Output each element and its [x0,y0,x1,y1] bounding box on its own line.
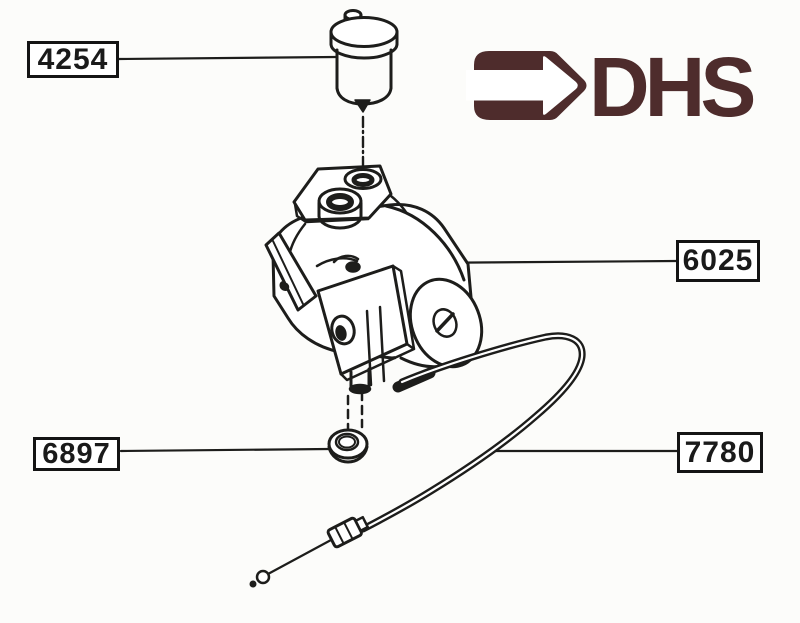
mount-plate-hole [279,281,290,291]
part-number: 6897 [42,437,111,470]
logo-text: DHS [589,40,753,134]
callout-box-6897: 6897 [33,437,120,471]
washer-drawing [327,428,369,464]
pump-bottom-port [346,367,372,433]
cable-inner-wire [266,538,333,576]
filter-body [335,48,393,90]
cable-drawing [249,332,586,588]
leader-line-6897 [119,447,331,453]
part-number: 4254 [37,42,109,76]
pump-assembly-drawing [264,164,484,433]
cable-outer-jacket [359,332,586,533]
pump-mount-plate [264,231,318,312]
part-number: 7780 [684,435,756,469]
pump-top-bracket [292,164,393,230]
cable-eyelet-end [255,569,271,585]
motor-screw-slot [435,312,455,333]
callout-box-4254: 4254 [27,41,119,78]
filter-lid [329,16,399,48]
cable-ferrule [326,515,370,549]
filter-canister-drawing [329,9,399,169]
callout-box-7780: 7780 [677,432,763,473]
callout-box-6025: 6025 [676,240,760,282]
pump-front-block [316,264,416,387]
filter-outlet-tip [354,99,371,113]
dhs-logo: DHS [466,40,758,134]
leader-line-4254 [117,55,338,61]
part-number: 6025 [682,244,754,277]
